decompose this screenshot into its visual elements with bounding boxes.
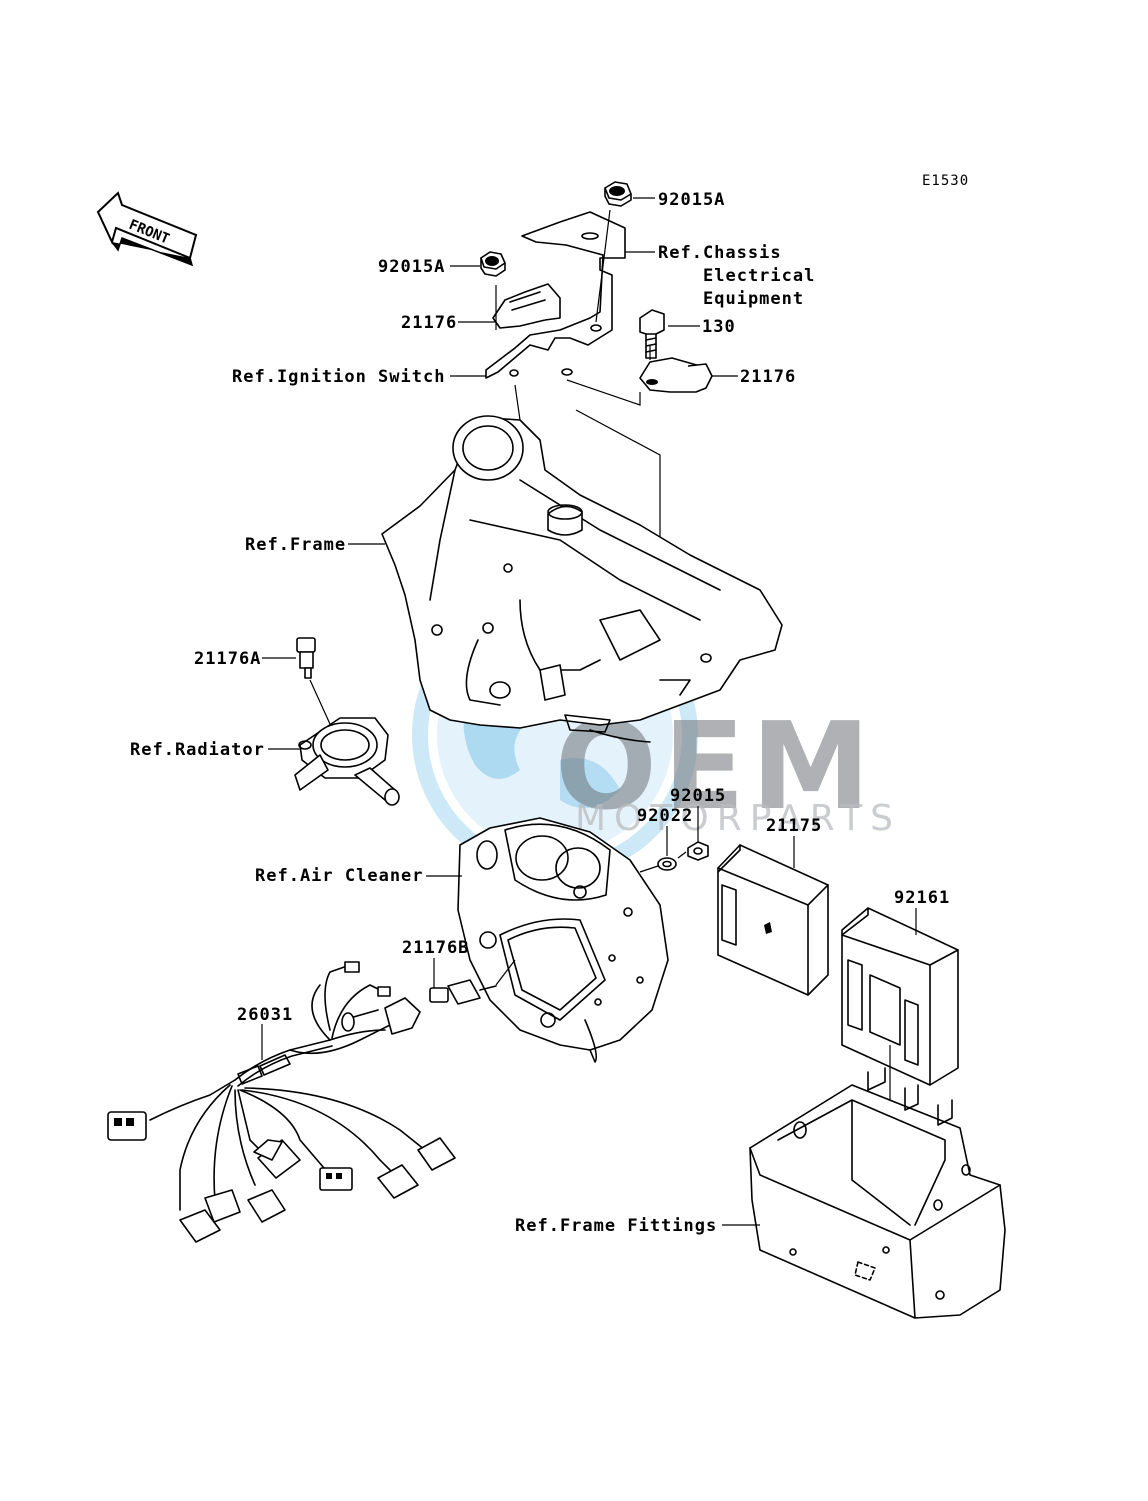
front-arrow-icon: FRONT [96, 191, 198, 267]
label-ref-chassis-3: Equipment [703, 289, 804, 309]
label-ref-chassis-2: Electrical [703, 266, 815, 286]
sensor-21176A [296, 637, 316, 679]
label-21176B: 21176B [402, 938, 469, 958]
washer-92022 [657, 857, 677, 871]
frame [381, 415, 783, 743]
watermark-tagline: MOTORPARTS [575, 798, 901, 839]
air-cleaner [457, 817, 669, 1063]
label-ref-air-cleaner: Ref.Air Cleaner [255, 866, 424, 886]
label-92015A-top: 92015A [658, 190, 725, 210]
label-26031: 26031 [237, 1005, 293, 1025]
nut-92015A-top [604, 181, 632, 207]
sensor-21176-right [639, 357, 713, 393]
label-ref-chassis-1: Ref.Chassis [658, 243, 782, 263]
label-21176-right: 21176 [740, 367, 796, 387]
harness-connector [319, 1167, 353, 1191]
label-21176-left: 21176 [401, 313, 457, 333]
label-130: 130 [702, 317, 736, 337]
harness-connector [179, 1189, 241, 1243]
label-92015A-left: 92015A [378, 257, 445, 277]
bolt-130 [639, 309, 665, 359]
nut-92015 [687, 841, 709, 861]
label-92015: 92015 [670, 786, 726, 806]
diagram-code: E1530 [922, 173, 969, 189]
case-92161 [841, 907, 959, 1086]
wire-harness-26031 [107, 961, 456, 1243]
nut-92015A-left [480, 251, 506, 277]
label-ref-frame-fittings: Ref.Frame Fittings [515, 1216, 717, 1236]
label-21175: 21175 [766, 816, 822, 836]
radiator-fitting [294, 717, 400, 806]
label-ref-frame: Ref.Frame [245, 535, 346, 555]
label-ref-ignition-switch: Ref.Ignition Switch [232, 367, 445, 387]
ecu-21175 [717, 844, 829, 996]
label-21176A: 21176A [194, 649, 261, 669]
sensor-21176-left [492, 283, 561, 329]
label-92161: 92161 [894, 888, 950, 908]
label-92022: 92022 [637, 806, 693, 826]
harness-connector [417, 1137, 456, 1171]
bracket-chassis [485, 211, 626, 379]
frame-fittings [749, 1067, 1006, 1319]
harness-connector [247, 1189, 286, 1223]
sensor-21176B [429, 979, 497, 1005]
label-ref-radiator: Ref.Radiator [130, 740, 265, 760]
harness-connector [253, 1139, 301, 1179]
harness-connector [107, 1111, 147, 1141]
harness-connector [377, 1164, 419, 1199]
